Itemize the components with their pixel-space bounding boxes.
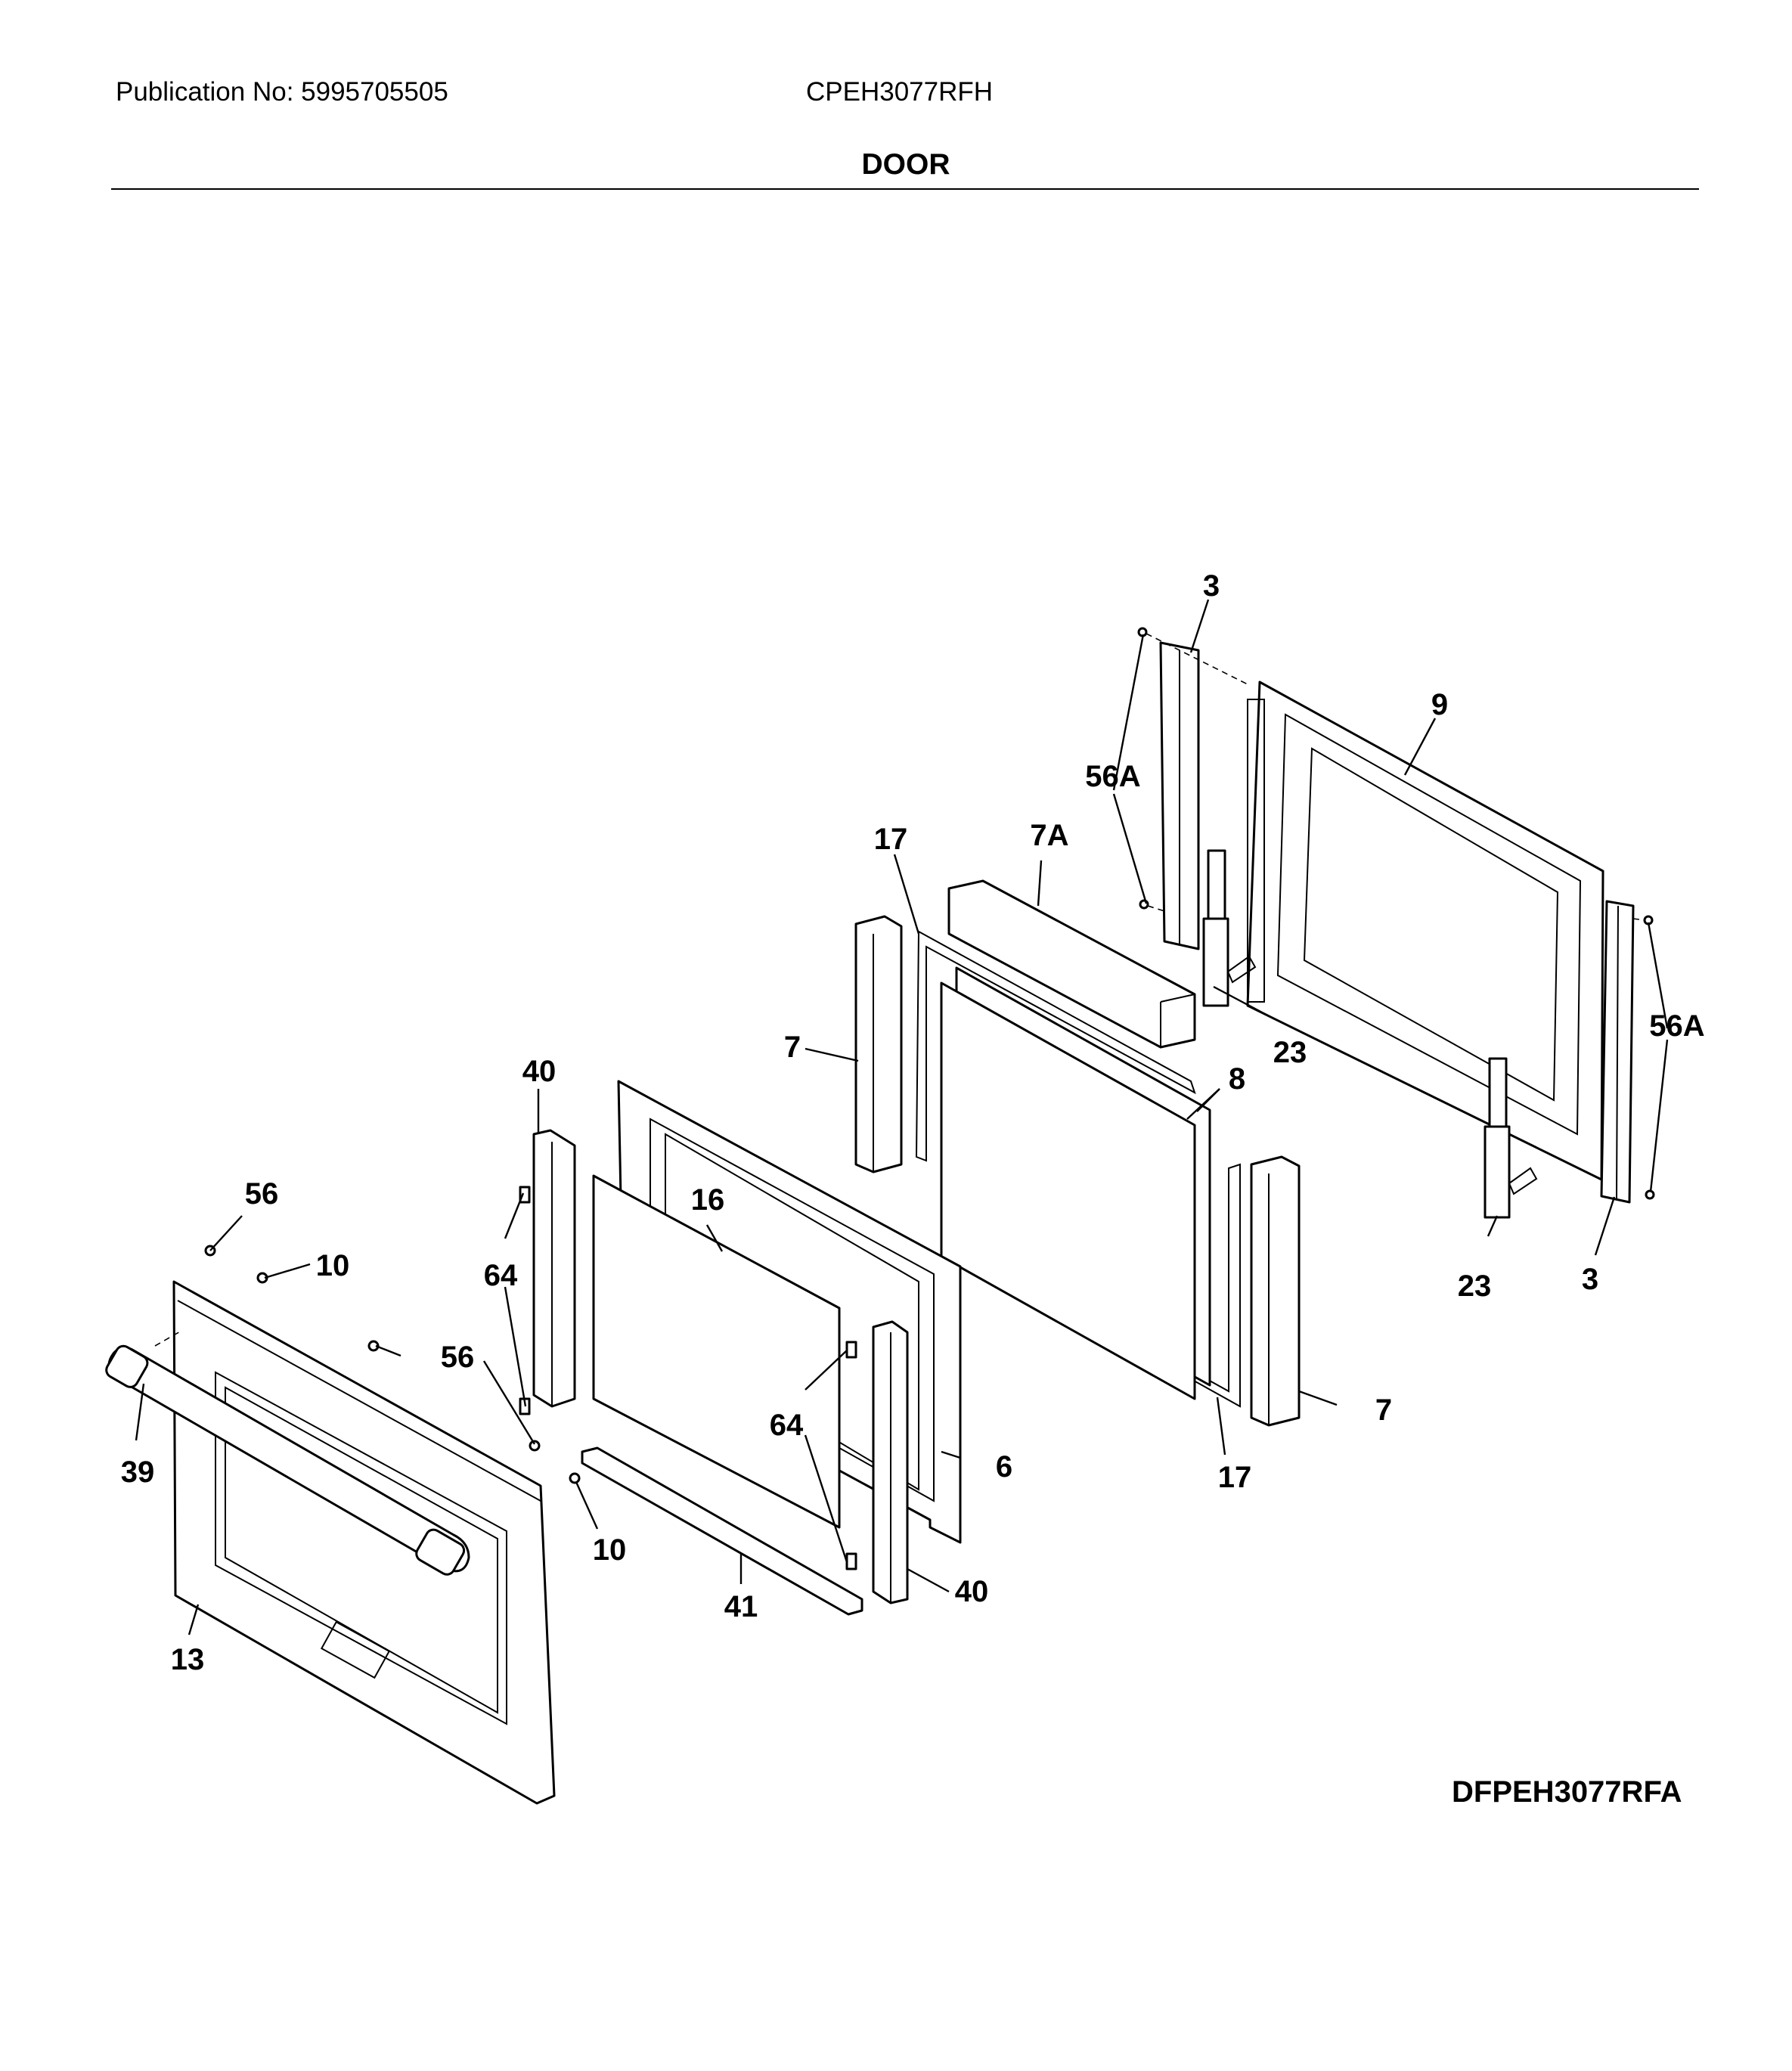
part-16-inner-glass	[592, 1174, 841, 1529]
part-40-bracket-right	[845, 1320, 909, 1604]
callout-17-top: 17	[874, 823, 908, 856]
callout-56a-right: 56A	[1649, 1009, 1704, 1043]
callout-56a-left: 56A	[1085, 760, 1140, 793]
callout-3-bottom: 3	[1582, 1263, 1598, 1296]
callout-23-top: 23	[1273, 1036, 1307, 1069]
part-23-hinge-top	[1202, 849, 1257, 1007]
part-3-hinge-channel-bottom	[1600, 900, 1635, 1204]
part-small-screws	[204, 1245, 581, 1484]
callout-13: 13	[171, 1643, 205, 1676]
part-3-hinge-channel-top	[1159, 641, 1200, 950]
part-8-glass-panes	[940, 966, 1211, 1400]
callout-3-top: 3	[1203, 569, 1220, 603]
callout-8: 8	[1229, 1062, 1245, 1096]
callout-17-bottom: 17	[1218, 1461, 1252, 1494]
callout-41: 41	[724, 1590, 758, 1623]
callout-6: 6	[996, 1450, 1012, 1483]
part-56a-screws	[1137, 627, 1655, 1200]
callout-7-right: 7	[1375, 1394, 1392, 1427]
part-39-handle	[105, 1330, 470, 1576]
diagram-code: DFPEH3077RFA	[1452, 1775, 1682, 1809]
section-title: DOOR	[861, 148, 950, 181]
header-divider	[111, 188, 1699, 190]
part-7-insulation-right	[1250, 1155, 1301, 1427]
part-7a-top-insulation	[947, 879, 1196, 1049]
callout-56-mid: 56	[441, 1341, 475, 1374]
callout-39: 39	[121, 1456, 155, 1489]
callout-7-left: 7	[784, 1031, 801, 1064]
publication-number: Publication No: 5995705505	[116, 77, 448, 107]
part-13-outer-door	[172, 1280, 556, 1805]
callout-56-top: 56	[245, 1177, 279, 1211]
callout-9: 9	[1431, 688, 1448, 721]
part-23-hinge-bottom	[1484, 1057, 1538, 1219]
callout-7a: 7A	[1030, 819, 1068, 852]
part-9-inner-liner	[1246, 681, 1604, 1181]
callout-23-bottom: 23	[1458, 1270, 1492, 1303]
callout-leaders	[135, 599, 1669, 1635]
callout-labels: 3 9 56A 17 7A 7 23 8 56A 40 16 56 10 64 …	[121, 569, 1705, 1676]
callout-16: 16	[691, 1183, 725, 1217]
part-7-insulation-left	[854, 915, 903, 1173]
callout-10-bottom: 10	[593, 1533, 627, 1567]
part-41-bottom-trim	[581, 1446, 863, 1616]
callout-64-mid: 64	[770, 1409, 804, 1442]
callout-64-left: 64	[484, 1259, 518, 1292]
callout-40-bottom: 40	[955, 1575, 989, 1608]
part-40-bracket-left	[519, 1129, 576, 1415]
model-number: CPEH3077RFH	[806, 77, 994, 107]
callout-10-top: 10	[316, 1249, 350, 1282]
callout-40-top: 40	[522, 1055, 557, 1088]
